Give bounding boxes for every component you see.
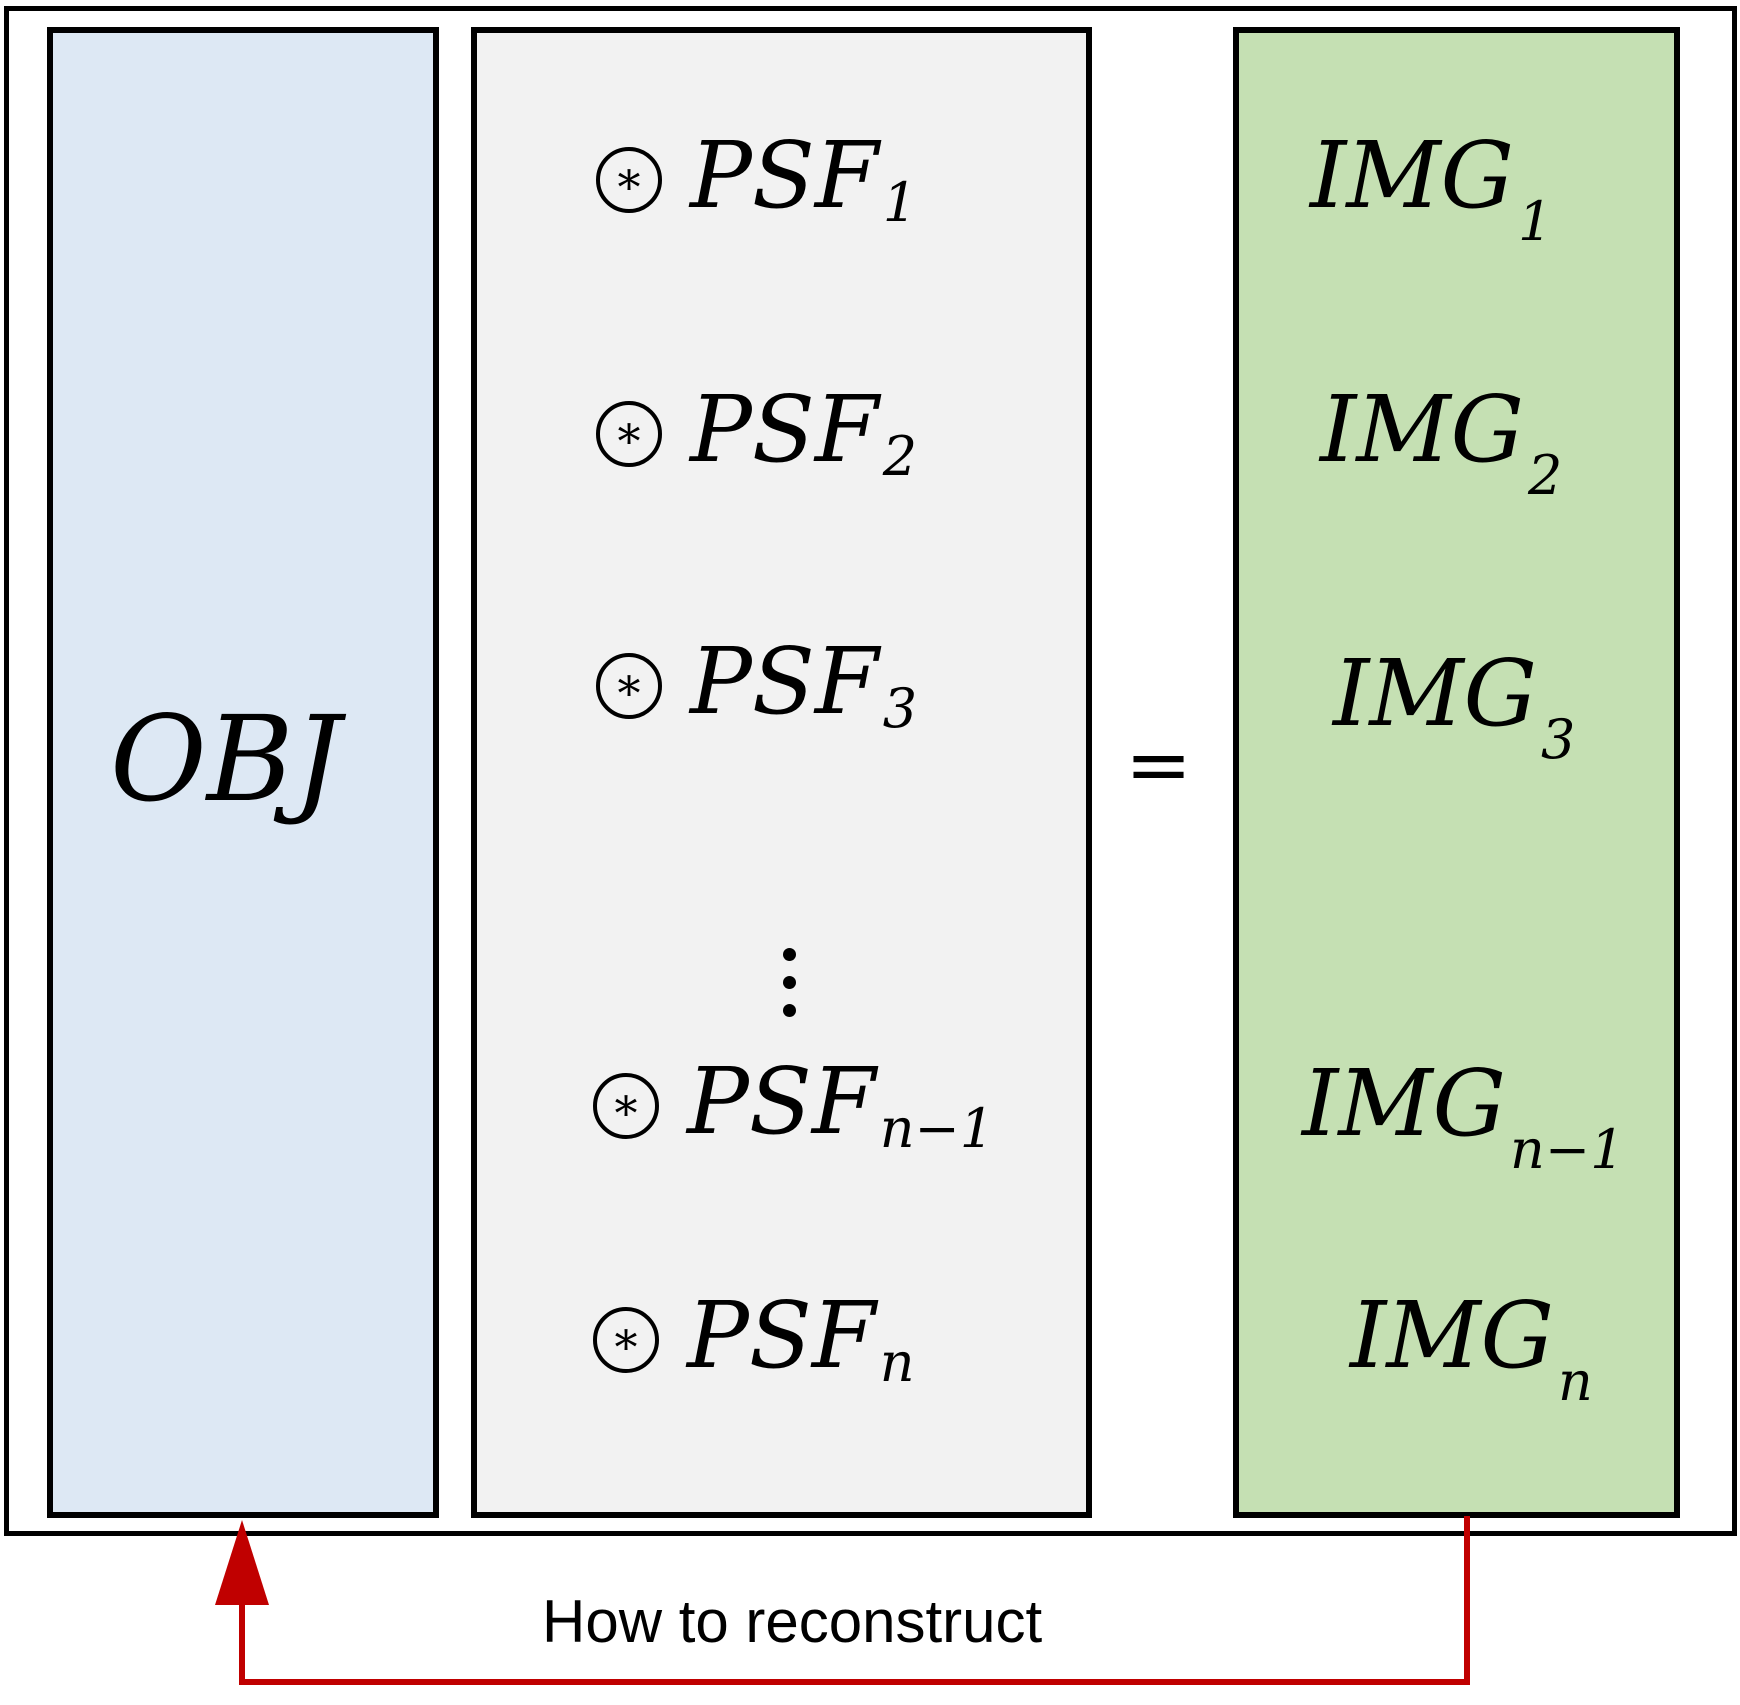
convolution-icon bbox=[596, 401, 662, 467]
psf-base: PSF bbox=[687, 1048, 876, 1155]
img-subscript: 2 bbox=[1528, 444, 1563, 508]
img-subscript: n bbox=[1558, 1350, 1593, 1414]
arrowhead-icon bbox=[215, 1520, 269, 1605]
psf-subscript: n−1 bbox=[879, 1097, 995, 1160]
psf-subscript: n bbox=[879, 1331, 915, 1394]
convolution-icon bbox=[593, 1073, 659, 1139]
img-term-1: IMG1 bbox=[1310, 130, 1552, 249]
psf-subscript: 3 bbox=[882, 677, 918, 740]
psf-subscript: 2 bbox=[882, 425, 918, 488]
reconstruction-caption: How to reconstruct bbox=[542, 1588, 1043, 1655]
img-term-n: IMGn bbox=[1350, 1290, 1593, 1409]
img-base: IMG bbox=[1310, 122, 1515, 229]
outer-frame bbox=[4, 6, 1737, 1536]
psf-box bbox=[471, 27, 1092, 1518]
object-label: OBJ bbox=[110, 690, 341, 828]
img-term-3: IMG3 bbox=[1333, 648, 1575, 767]
img-term-2: IMG2 bbox=[1320, 384, 1562, 503]
vertical-ellipsis-icon bbox=[783, 948, 797, 1020]
object-box bbox=[47, 27, 439, 1518]
convolution-icon bbox=[596, 653, 662, 719]
reconstruction-path bbox=[239, 1516, 1470, 1685]
psf-base: PSF bbox=[687, 1282, 876, 1389]
img-term-n-minus-1: IMGn−1 bbox=[1302, 1058, 1624, 1177]
psf-base: PSF bbox=[690, 122, 879, 229]
img-base: IMG bbox=[1302, 1050, 1507, 1157]
img-subscript: 3 bbox=[1541, 708, 1576, 772]
psf-base: PSF bbox=[690, 628, 879, 735]
equals-sign: = bbox=[1125, 718, 1193, 811]
psf-subscript: 1 bbox=[882, 171, 918, 234]
image-box bbox=[1233, 27, 1680, 1518]
img-base: IMG bbox=[1333, 640, 1538, 747]
img-base: IMG bbox=[1320, 376, 1525, 483]
psf-base: PSF bbox=[690, 376, 879, 483]
convolution-icon bbox=[596, 147, 662, 213]
convolution-icon bbox=[593, 1307, 659, 1373]
img-subscript: 1 bbox=[1518, 190, 1553, 254]
img-base: IMG bbox=[1350, 1282, 1555, 1389]
img-subscript: n−1 bbox=[1510, 1118, 1625, 1182]
